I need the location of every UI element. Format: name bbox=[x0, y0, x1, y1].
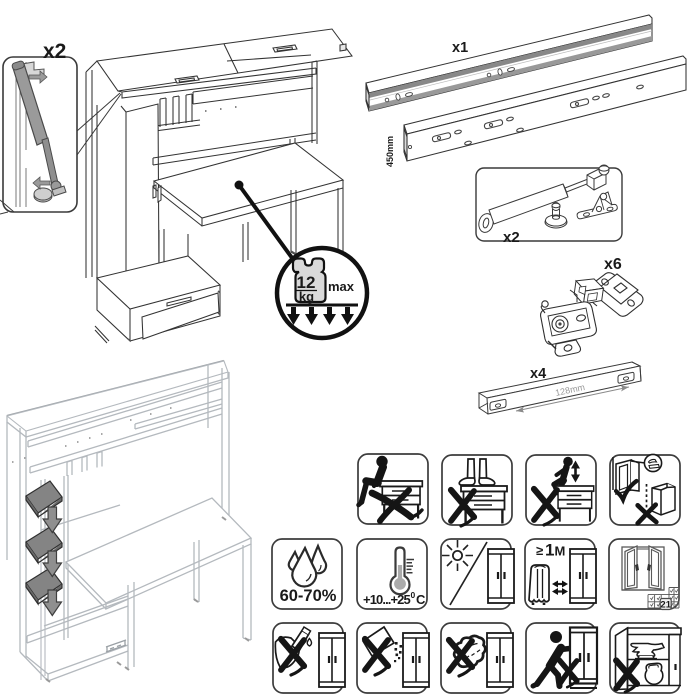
svg-text:x2: x2 bbox=[503, 229, 520, 246]
svg-text:C: C bbox=[416, 592, 426, 607]
svg-text:max: max bbox=[328, 279, 355, 294]
svg-text:kg: kg bbox=[299, 289, 314, 304]
svg-text:12: 12 bbox=[297, 273, 316, 292]
svg-text:x6: x6 bbox=[604, 256, 622, 273]
svg-text:1M: 1M bbox=[545, 541, 565, 560]
svg-text:450mm: 450mm bbox=[385, 136, 395, 167]
svg-text:x2: x2 bbox=[43, 40, 66, 63]
svg-text:60-70%: 60-70% bbox=[280, 587, 337, 605]
svg-text:x4: x4 bbox=[530, 366, 546, 382]
svg-text:+10...+25: +10...+25 bbox=[363, 592, 411, 607]
svg-text:x1: x1 bbox=[452, 40, 468, 56]
svg-text:≥: ≥ bbox=[536, 543, 543, 558]
svg-text:21: 21 bbox=[660, 600, 671, 611]
svg-text:0: 0 bbox=[411, 590, 416, 600]
